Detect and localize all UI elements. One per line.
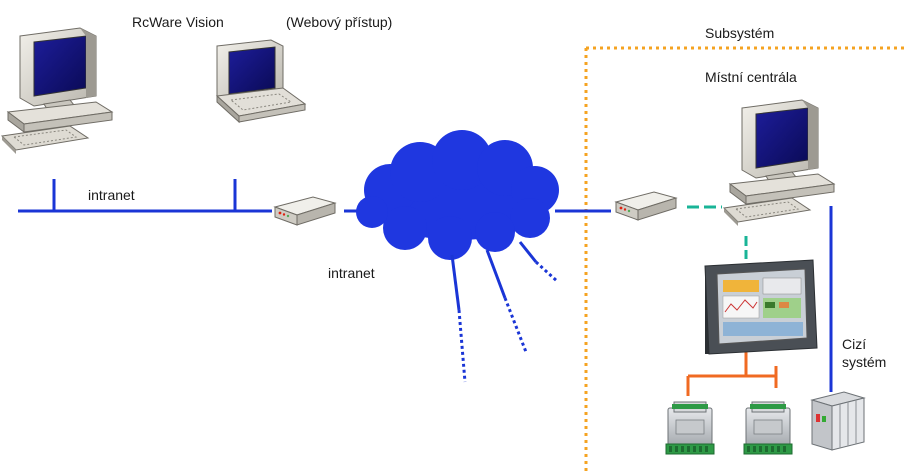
router-icon <box>615 191 677 221</box>
io-module-icon <box>665 401 715 455</box>
subsystem-label: Subsystém <box>705 25 775 41</box>
local-pc-icon <box>723 99 835 227</box>
foreign-system-label-line1: Cizí <box>842 336 867 352</box>
io-bus <box>686 352 778 396</box>
intranet-cloud-label: intranet <box>328 265 375 281</box>
local-links <box>687 205 833 392</box>
plc-icon <box>810 391 866 451</box>
intranet-lan-label: intranet <box>88 187 135 203</box>
foreign-system-label-line2: systém <box>842 354 887 370</box>
rcware-vision-label: RcWare Vision <box>132 14 224 30</box>
workstation-icon <box>1 27 113 155</box>
local-central-label: Místní centrála <box>705 69 797 85</box>
cloud-branches <box>450 241 560 383</box>
intranet-cloud-icon <box>356 130 559 260</box>
subsystem-boundary <box>584 46 905 472</box>
router-icon <box>274 196 336 226</box>
laptop-computer-icon <box>215 39 307 124</box>
web-access-label: (Webový přístup) <box>286 14 393 30</box>
touch-panel-icon <box>704 259 818 355</box>
io-module-icon <box>743 401 793 455</box>
